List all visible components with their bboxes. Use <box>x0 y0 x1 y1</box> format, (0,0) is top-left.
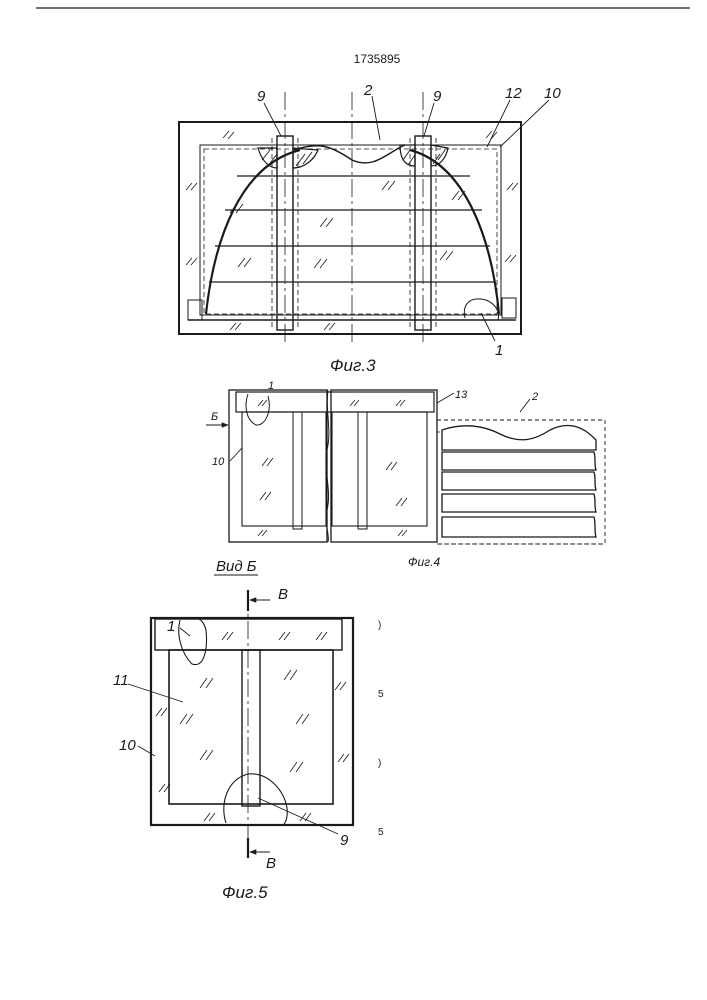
fig3-breakout <box>464 299 498 320</box>
fig4-pin-left <box>293 412 302 529</box>
fig5-label-housing: 10 <box>119 737 136 754</box>
fig5-label-pin: 9 <box>340 832 349 849</box>
fig3-liner <box>200 145 501 315</box>
fig5-title: Вид Б <box>216 558 257 575</box>
fig5-label-liner: 11 <box>113 672 129 689</box>
fig5-caption: Фиг.5 <box>222 883 268 902</box>
fig4-label-housing: 10 <box>212 456 225 468</box>
fig3-housing-outer <box>179 122 521 334</box>
fig5-breakout-bottom <box>224 774 287 824</box>
fig4-label-workpiece: 2 <box>531 391 538 403</box>
fig4-caption: Фиг.4 <box>408 555 440 569</box>
fig3-caption: Фиг.3 <box>330 356 376 375</box>
fig4-layer <box>442 452 596 470</box>
fig4-label-base: 1 <box>268 380 274 392</box>
fig5-labels: Вид Б В 1 11 10 9 В Фиг.5 <box>113 558 349 902</box>
margin-marks: ) 5 ) 5 <box>378 620 384 838</box>
figure-4 <box>206 390 605 544</box>
margin-mark: ) <box>378 758 381 769</box>
fig4-pin-right <box>358 412 367 529</box>
document-number: 1735895 <box>354 52 401 66</box>
fig3-label-pin-left: 9 <box>257 88 266 105</box>
fig4-cavity-left <box>242 412 326 526</box>
margin-mark: 5 <box>378 827 384 838</box>
fig5-label-section-bottom: В <box>266 855 276 872</box>
fig5-pin <box>242 650 260 806</box>
fig3-label-housing: 10 <box>544 85 561 102</box>
fig5-cavity <box>169 650 333 804</box>
fig3-label-base: 1 <box>495 342 503 359</box>
fig4-housing-right <box>331 390 437 542</box>
fig3-labels: 9 2 9 12 10 1 Фиг.3 <box>257 82 561 375</box>
fig5-label-base: 1 <box>167 618 175 635</box>
fig3-boss-right-a <box>400 145 415 166</box>
fig4-housing-left <box>229 390 327 542</box>
fig3-dome-profile <box>206 150 300 314</box>
fig4-workpiece-top <box>442 425 596 450</box>
figure-3 <box>179 92 549 345</box>
fig4-label-view: Б <box>211 411 218 423</box>
fig4-breakout <box>246 394 269 425</box>
fig5-breakout-top <box>179 619 207 665</box>
fig3-label-liner: 12 <box>505 85 522 102</box>
fig4-labels: 1 Б 10 13 2 Фиг.4 <box>211 380 538 569</box>
figure-5 <box>128 575 353 858</box>
margin-mark: 5 <box>378 689 384 700</box>
fig5-label-section-top: В <box>278 586 288 603</box>
fig3-base-right <box>502 298 516 318</box>
fig4-cavity-right <box>332 412 427 526</box>
fig5-glass-hatch <box>156 632 349 821</box>
fig4-layer <box>442 494 596 512</box>
fig4-label-plate: 13 <box>455 389 468 401</box>
fig3-label-workpiece: 2 <box>363 82 373 99</box>
fig4-layer <box>442 472 596 490</box>
fig4-workpiece-outline <box>437 420 605 544</box>
margin-mark: ) <box>378 620 381 631</box>
fig3-liner-dashed <box>204 149 497 314</box>
fig3-label-pin-right: 9 <box>433 88 442 105</box>
fig5-top-plate <box>155 619 342 650</box>
fig4-layer <box>442 517 596 537</box>
